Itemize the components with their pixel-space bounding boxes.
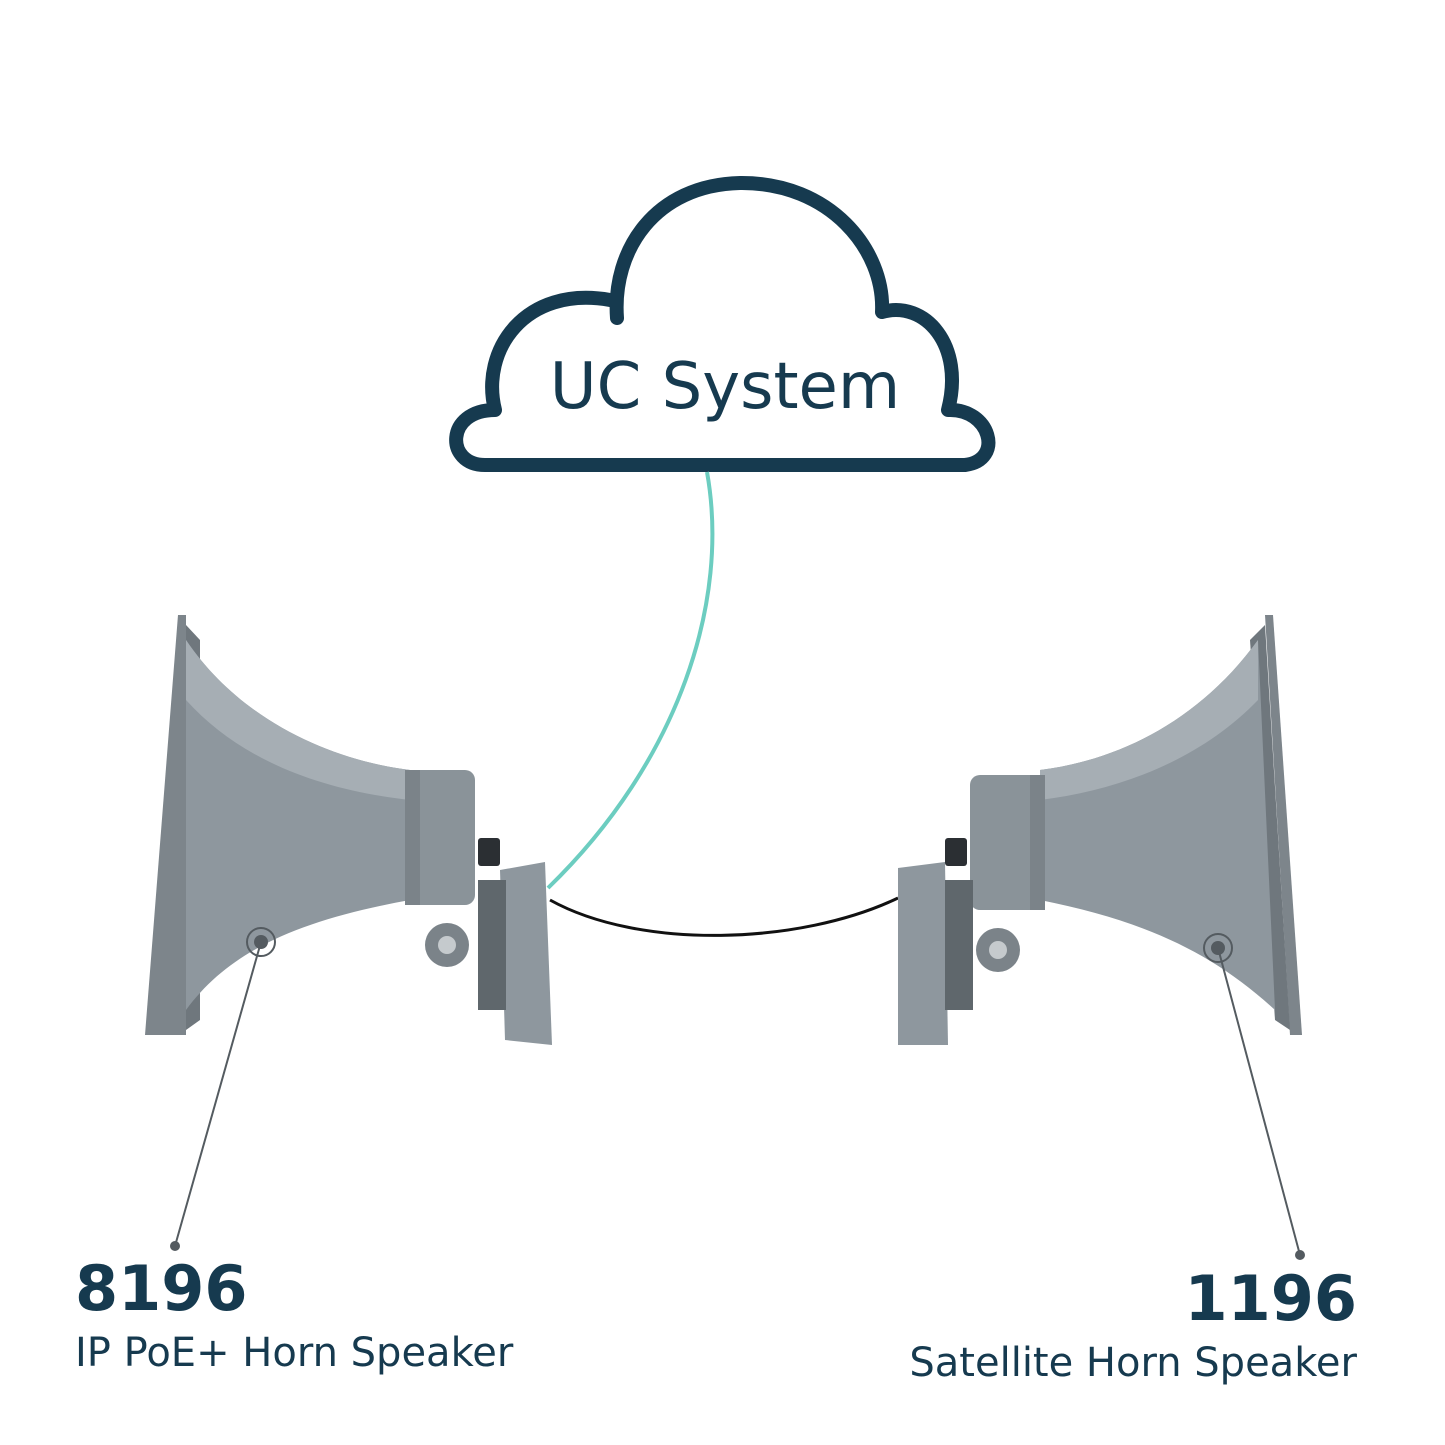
- left-horn-speaker: [145, 615, 552, 1251]
- left-speaker-description: IP PoE+ Horn Speaker: [75, 1330, 514, 1376]
- cloud-icon: [449, 175, 996, 472]
- cloud-label: UC System: [549, 350, 901, 424]
- right-horn-speaker: [898, 615, 1305, 1260]
- left-speaker-model: 8196: [75, 1252, 248, 1325]
- speaker-link-cable: [549, 896, 899, 937]
- network-cable: [546, 471, 715, 890]
- right-speaker-model: 1196: [1184, 1262, 1357, 1335]
- right-speaker-description: Satellite Horn Speaker: [909, 1340, 1357, 1386]
